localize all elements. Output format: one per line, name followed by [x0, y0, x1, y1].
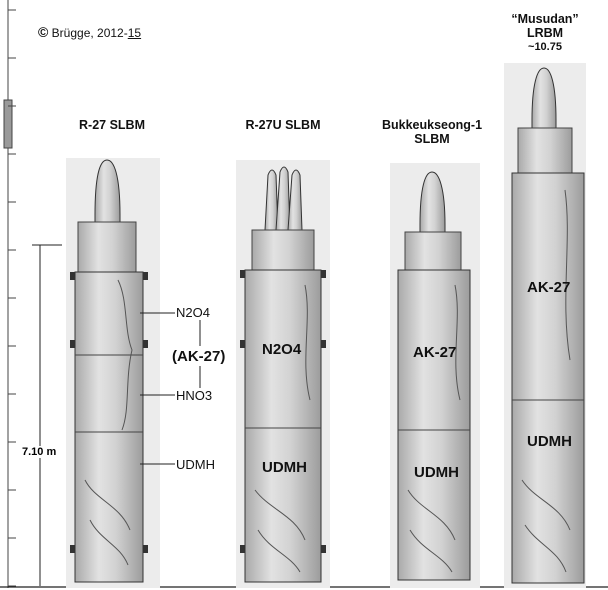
copyright-symbol: © — [38, 24, 49, 40]
callout-udmh: UDMH — [176, 457, 215, 472]
missile-r27u — [236, 160, 330, 588]
tank-label-bukk-oxidizer: AK-27 — [413, 344, 457, 361]
missile-musudan — [504, 63, 586, 588]
copyright-year-end: 15 — [127, 26, 142, 40]
copyright-note: © Brügge, 2012-15 — [38, 24, 141, 40]
tank-label-musudan-fuel: UDMH — [527, 433, 572, 450]
tank-label-r27u-fuel: UDMH — [262, 459, 307, 476]
title-line: “Musudan” — [511, 12, 579, 26]
scale-dimension-line — [32, 244, 62, 586]
title-line: ~10.75 — [528, 41, 562, 53]
title-musudan: “Musudan” LRBM ~10.75 — [500, 12, 590, 54]
title-r27u: R-27U SLBM — [228, 118, 338, 132]
tank-label-bukk-fuel: UDMH — [414, 464, 459, 481]
copyright-text: Brügge, 2012- — [51, 26, 128, 40]
title-line: LRBM — [526, 26, 564, 40]
missile-bukkeukseong-1 — [390, 163, 480, 588]
title-line: SLBM — [414, 132, 450, 146]
title-line: R-27 SLBM — [79, 118, 145, 132]
vertical-ruler — [3, 0, 16, 588]
callout-n2o4: N2O4 — [176, 305, 210, 320]
missile-r27 — [66, 158, 201, 588]
title-bukkeukseong-1: Bukkeukseong-1 SLBM — [372, 118, 492, 146]
title-line: R-27U SLBM — [245, 118, 321, 132]
title-r27: R-27 SLBM — [62, 118, 162, 132]
tank-label-musudan-oxidizer: AK-27 — [527, 279, 571, 296]
title-line: Bukkeukseong-1 — [381, 118, 483, 132]
scale-label: 7.10 m — [22, 446, 57, 458]
callout-ak27: (AK-27) — [172, 348, 226, 365]
callout-hno3: HNO3 — [176, 388, 213, 403]
tank-label-r27u-oxidizer: N2O4 — [262, 341, 302, 358]
